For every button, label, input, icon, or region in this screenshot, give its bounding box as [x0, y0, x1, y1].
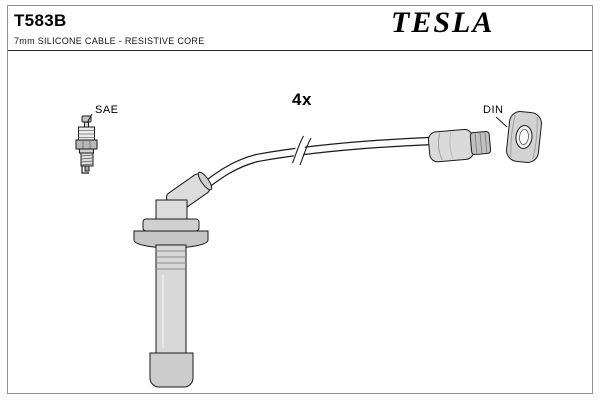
sae-leader-line [86, 113, 93, 124]
connector-shading-line [449, 131, 454, 160]
coil-end-connector-illustration [427, 128, 492, 163]
boot-shaft [155, 244, 187, 354]
din-shading-line [510, 114, 516, 157]
cable-break-icon [291, 135, 312, 166]
plug-terminal-stem [84, 121, 89, 128]
boot-tip [149, 352, 194, 388]
terminal-rib [474, 133, 478, 154]
plug-hex-nut [75, 139, 98, 150]
sae-label: SAE [95, 104, 119, 116]
din-label: DIN [483, 104, 504, 116]
part-number: T583B [14, 11, 67, 30]
connector-boot-body [427, 128, 475, 163]
spark-plug-boot-illustration [133, 171, 213, 388]
plug-insulator [78, 126, 95, 141]
thread-line [80, 163, 94, 166]
boot-upper-flange [142, 218, 200, 232]
break-slash-left [291, 135, 304, 164]
din-leader-line [495, 116, 508, 128]
cable-body [200, 138, 432, 191]
plug-ground-electrode [81, 166, 89, 174]
plug-shoulder [79, 148, 94, 154]
thread-line [80, 160, 94, 163]
brand-logo: TESLA [391, 6, 495, 39]
plug-center-electrode [84, 165, 90, 172]
connector-shading-line [437, 132, 443, 161]
boot-cable-opening [197, 171, 213, 191]
break-slash-right [299, 137, 312, 166]
terminal-rib [484, 132, 488, 153]
ignition-cable-illustration [199, 136, 432, 192]
din-connector-illustration [506, 111, 542, 163]
break-gap [292, 136, 307, 165]
quantity-label: 4x [292, 90, 312, 109]
product-subtitle: 7mm SILICONE CABLE - RESISTIVE CORE [14, 36, 205, 46]
din-socket-inner [519, 129, 529, 145]
spark-plug-illustration [75, 115, 98, 174]
din-shading-line [532, 117, 538, 160]
thread-line [80, 154, 94, 157]
terminal-rib [479, 132, 483, 153]
thread-line [80, 157, 94, 160]
header-divider [8, 50, 592, 51]
